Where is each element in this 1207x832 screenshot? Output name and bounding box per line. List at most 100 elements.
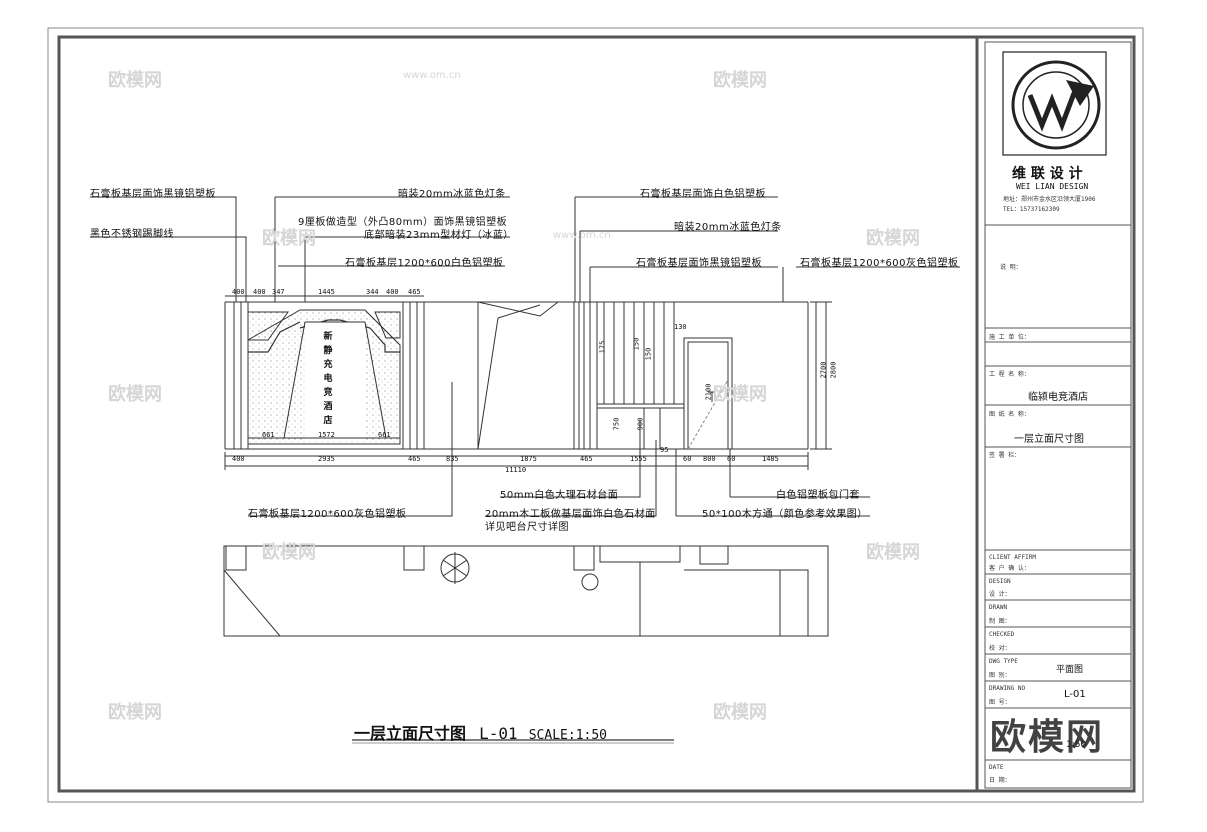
- dimension-label: 750: [612, 417, 621, 431]
- dimension-label: 95: [660, 446, 669, 454]
- dimension-label: 661: [378, 431, 391, 439]
- dimension-label: 2100: [704, 383, 713, 401]
- dimension-top: 1445: [318, 288, 335, 296]
- drawn-label-en: DRAWN: [989, 604, 1008, 611]
- signature-label: 签 署 栏：: [989, 452, 1021, 459]
- sign-char: 新: [323, 332, 333, 342]
- dimension-label: 900: [636, 417, 645, 431]
- watermark: 欧模网: [713, 702, 767, 723]
- dimension-bottom: 800: [703, 455, 716, 463]
- drawing-scale: SCALE:1:50: [528, 728, 608, 743]
- watermark: 欧模网: [866, 542, 920, 563]
- drawing-title: 一层立面尺寸图: [354, 724, 467, 743]
- company-name-cn: 维 联 设 计: [1012, 166, 1083, 182]
- watermark: 欧模网: [713, 384, 767, 405]
- sign-char: 店: [323, 416, 333, 426]
- annotation-top-1: 暗装20mm冰蓝色灯条: [398, 189, 506, 200]
- dimension-top: 400: [386, 288, 399, 296]
- company-name-en: WEI LIAN DESIGN: [1016, 182, 1089, 191]
- dimension-label: 661: [262, 431, 275, 439]
- drawing-no-label-en: DRAWING NO: [989, 685, 1026, 692]
- drawing-title-block: 一层立面尺寸图 L-01 SCALE:1:50: [354, 720, 607, 744]
- annotation-bottom-1: 50mm白色大理石材台面: [500, 490, 619, 501]
- project-name: 临颍电竞酒店: [1028, 392, 1088, 403]
- client-label: 客 户 确 认：: [989, 565, 1030, 572]
- dimension-bottom: 1875: [520, 455, 537, 463]
- annotation-left-2: 黑色不锈钢踢脚线: [90, 229, 174, 240]
- client-label-en: CLIENT AFFIRM: [989, 554, 1036, 561]
- annotation-bottom-2: 白色铝塑板包门套: [776, 490, 860, 501]
- drawn-label: 制 图：: [989, 618, 1011, 625]
- dimension-label: 150: [632, 337, 641, 351]
- sign-char: 充: [323, 360, 333, 370]
- dimension-label: 2700: [819, 361, 828, 379]
- drawing-no-label: 图 号：: [989, 699, 1011, 706]
- company-address: 地址：郑州市金水区沿领大厦1906: [1003, 196, 1096, 203]
- project-name-label: 工 程 名 称：: [989, 371, 1030, 378]
- dimension-bottom: 835: [446, 455, 459, 463]
- vertical-sign: 新 静 充 电 竞 酒 店: [322, 330, 334, 428]
- dimension-bottom: 465: [580, 455, 593, 463]
- watermark: www.om.cn: [553, 230, 611, 241]
- dimension-total: 11110: [505, 466, 527, 474]
- watermark: 欧模网: [108, 702, 162, 723]
- drawing-code: L-01: [479, 724, 518, 743]
- annotation-mid-3: 石膏板基层面饰黑镜铝塑板: [636, 258, 762, 269]
- dimension-bottom: 465: [408, 455, 421, 463]
- dimension-bottom: 60: [683, 455, 692, 463]
- note-label: 说 明：: [1000, 264, 1022, 271]
- checked-label-en: CHECKED: [989, 631, 1015, 638]
- sign-char: 静: [323, 346, 333, 356]
- annotation-bottom-4a: 20mm木工板做基层面饰白色石材面: [485, 509, 656, 520]
- watermark: 欧模网: [108, 70, 162, 91]
- dimension-bottom: 1485: [762, 455, 779, 463]
- watermark: 欧模网: [108, 384, 162, 405]
- sign-char: 电: [323, 374, 333, 384]
- dwg-type: 平面图: [1056, 665, 1084, 675]
- date-label-en: DATE: [989, 764, 1004, 771]
- annotation-top-2b: 底部暗装23mm型材灯（冰蓝）: [364, 230, 514, 241]
- sign-char: 竞: [323, 388, 333, 398]
- checked-label: 校 对：: [989, 645, 1011, 652]
- drawing-name-label: 图 纸 名 称：: [989, 411, 1030, 418]
- dimension-bottom: 60: [727, 455, 736, 463]
- construction-unit-label: 施 工 单 位：: [989, 334, 1030, 341]
- dwg-type-label: 图 别：: [989, 672, 1011, 679]
- dwg-type-label-en: DWG TYPE: [989, 658, 1018, 665]
- date-label: 日 期：: [989, 777, 1011, 784]
- dimension-top: 400: [232, 288, 245, 296]
- drawing-name: 一层立面尺寸图: [1014, 434, 1084, 445]
- dimension-top: 344: [366, 288, 379, 296]
- scale-value: 1:50: [1066, 740, 1087, 750]
- annotation-bottom-4b: 详见吧台尺寸详图: [485, 522, 569, 533]
- watermark: 欧模网: [262, 228, 316, 249]
- annotation-mid-1: 石膏板基层面饰白色铝塑板: [640, 189, 766, 200]
- dimension-label: 2800: [829, 361, 838, 379]
- design-label: 设 计：: [989, 591, 1011, 598]
- annotation-bottom-3: 石膏板基层1200*600灰色铝塑板: [248, 509, 407, 520]
- annotation-top-3: 石膏板基层1200*600白色铝塑板: [345, 258, 504, 269]
- dimension-label: 175: [598, 340, 607, 354]
- watermark: 欧模网: [262, 542, 316, 563]
- design-label-en: DESIGN: [989, 578, 1011, 585]
- big-watermark: 欧模网: [990, 717, 1105, 758]
- dimension-bottom: 2935: [318, 455, 335, 463]
- dimension-top: 347: [272, 288, 285, 296]
- dimension-top: 400: [253, 288, 266, 296]
- company-tel: TEL：15737162309: [1003, 206, 1060, 213]
- annotation-top-2a: 9厘板做造型（外凸80mm）面饰黑镜铝塑板: [298, 217, 508, 228]
- sign-char: 酒: [323, 402, 333, 412]
- dimension-label: 150: [644, 347, 653, 361]
- dimension-label: 1572: [318, 431, 335, 439]
- watermark: 欧模网: [866, 228, 920, 249]
- dimension-bottom: 1555: [630, 455, 647, 463]
- dimension-top: 465: [408, 288, 421, 296]
- watermark: www.om.cn: [403, 70, 461, 81]
- watermark: 欧模网: [713, 70, 767, 91]
- annotation-right-1: 石膏板基层1200*600灰色铝塑板: [800, 258, 959, 269]
- annotation-bottom-5: 50*100木方通（颜色参考效果图）: [702, 509, 868, 520]
- dimension-bottom: 400: [232, 455, 245, 463]
- annotation-left-1: 石膏板基层面饰黑镜铝塑板: [90, 189, 216, 200]
